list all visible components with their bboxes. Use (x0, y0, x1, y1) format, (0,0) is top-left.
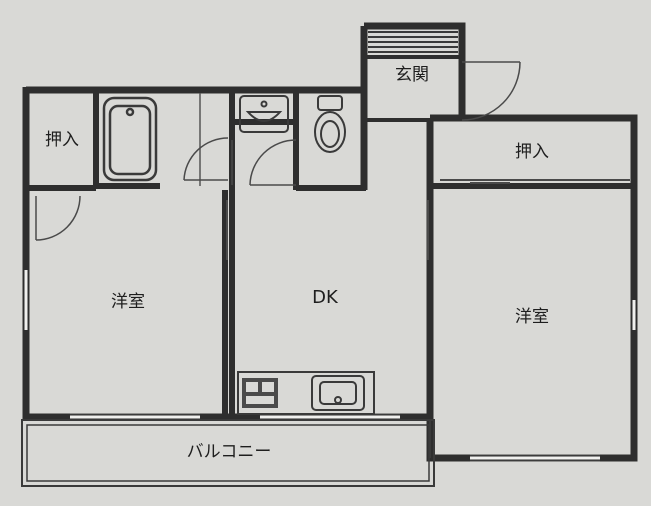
sliding-doors (226, 179, 630, 260)
stove-icon (242, 378, 278, 408)
room-label-closet-right: 押入 (515, 142, 549, 162)
washroom-doors (231, 139, 297, 186)
room-label-western-left: 洋室 (111, 292, 145, 312)
western-left-door (35, 195, 81, 241)
washbasin-icon (239, 95, 289, 133)
toilet-icon (314, 95, 346, 153)
entrance-door (461, 61, 521, 121)
room-label-dk: DK (312, 287, 339, 308)
kitchen-counter (237, 371, 375, 415)
room-label-entrance: 玄関 (395, 65, 429, 85)
bathtub-icon (102, 96, 158, 182)
windows (24, 270, 636, 460)
sink-icon (311, 375, 365, 411)
room-label-balcony: バルコニー (187, 442, 272, 462)
room-label-closet-left: 押入 (45, 130, 79, 150)
stair-hatching (368, 31, 458, 53)
bath-door (183, 137, 229, 181)
room-label-western-right: 洋室 (515, 307, 549, 327)
